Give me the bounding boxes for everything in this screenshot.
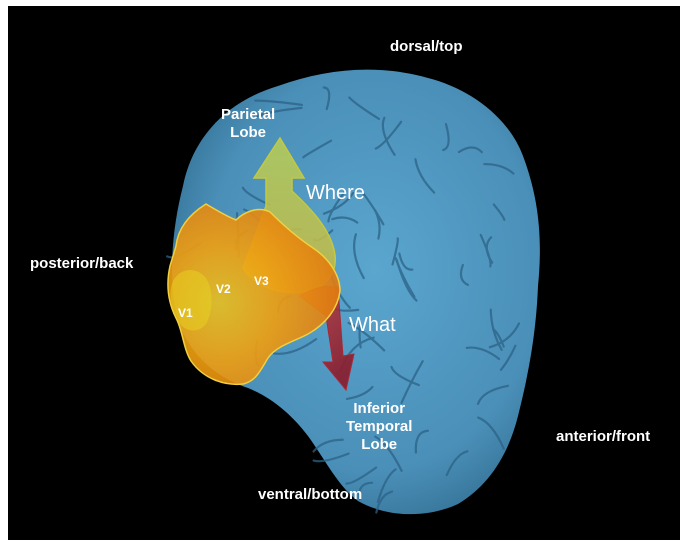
inferior-temporal-lobe-label: Inferior Temporal Lobe (346, 400, 412, 454)
anterior-label: anterior/front (556, 428, 650, 446)
where-stream-label: Where (306, 182, 365, 205)
posterior-label: posterior/back (30, 255, 133, 273)
dorsal-label: dorsal/top (390, 38, 463, 56)
brain-illustration (8, 6, 680, 540)
what-stream-label: What (349, 314, 396, 337)
ventral-label: ventral/bottom (258, 486, 362, 504)
v2-label: V2 (216, 282, 231, 296)
v3-label: V3 (254, 274, 269, 288)
diagram-canvas: dorsal/top Parietal Lobe Where posterior… (8, 6, 680, 540)
v1-label: V1 (178, 306, 193, 320)
parietal-lobe-label: Parietal Lobe (221, 106, 275, 142)
v1-region (171, 270, 212, 330)
